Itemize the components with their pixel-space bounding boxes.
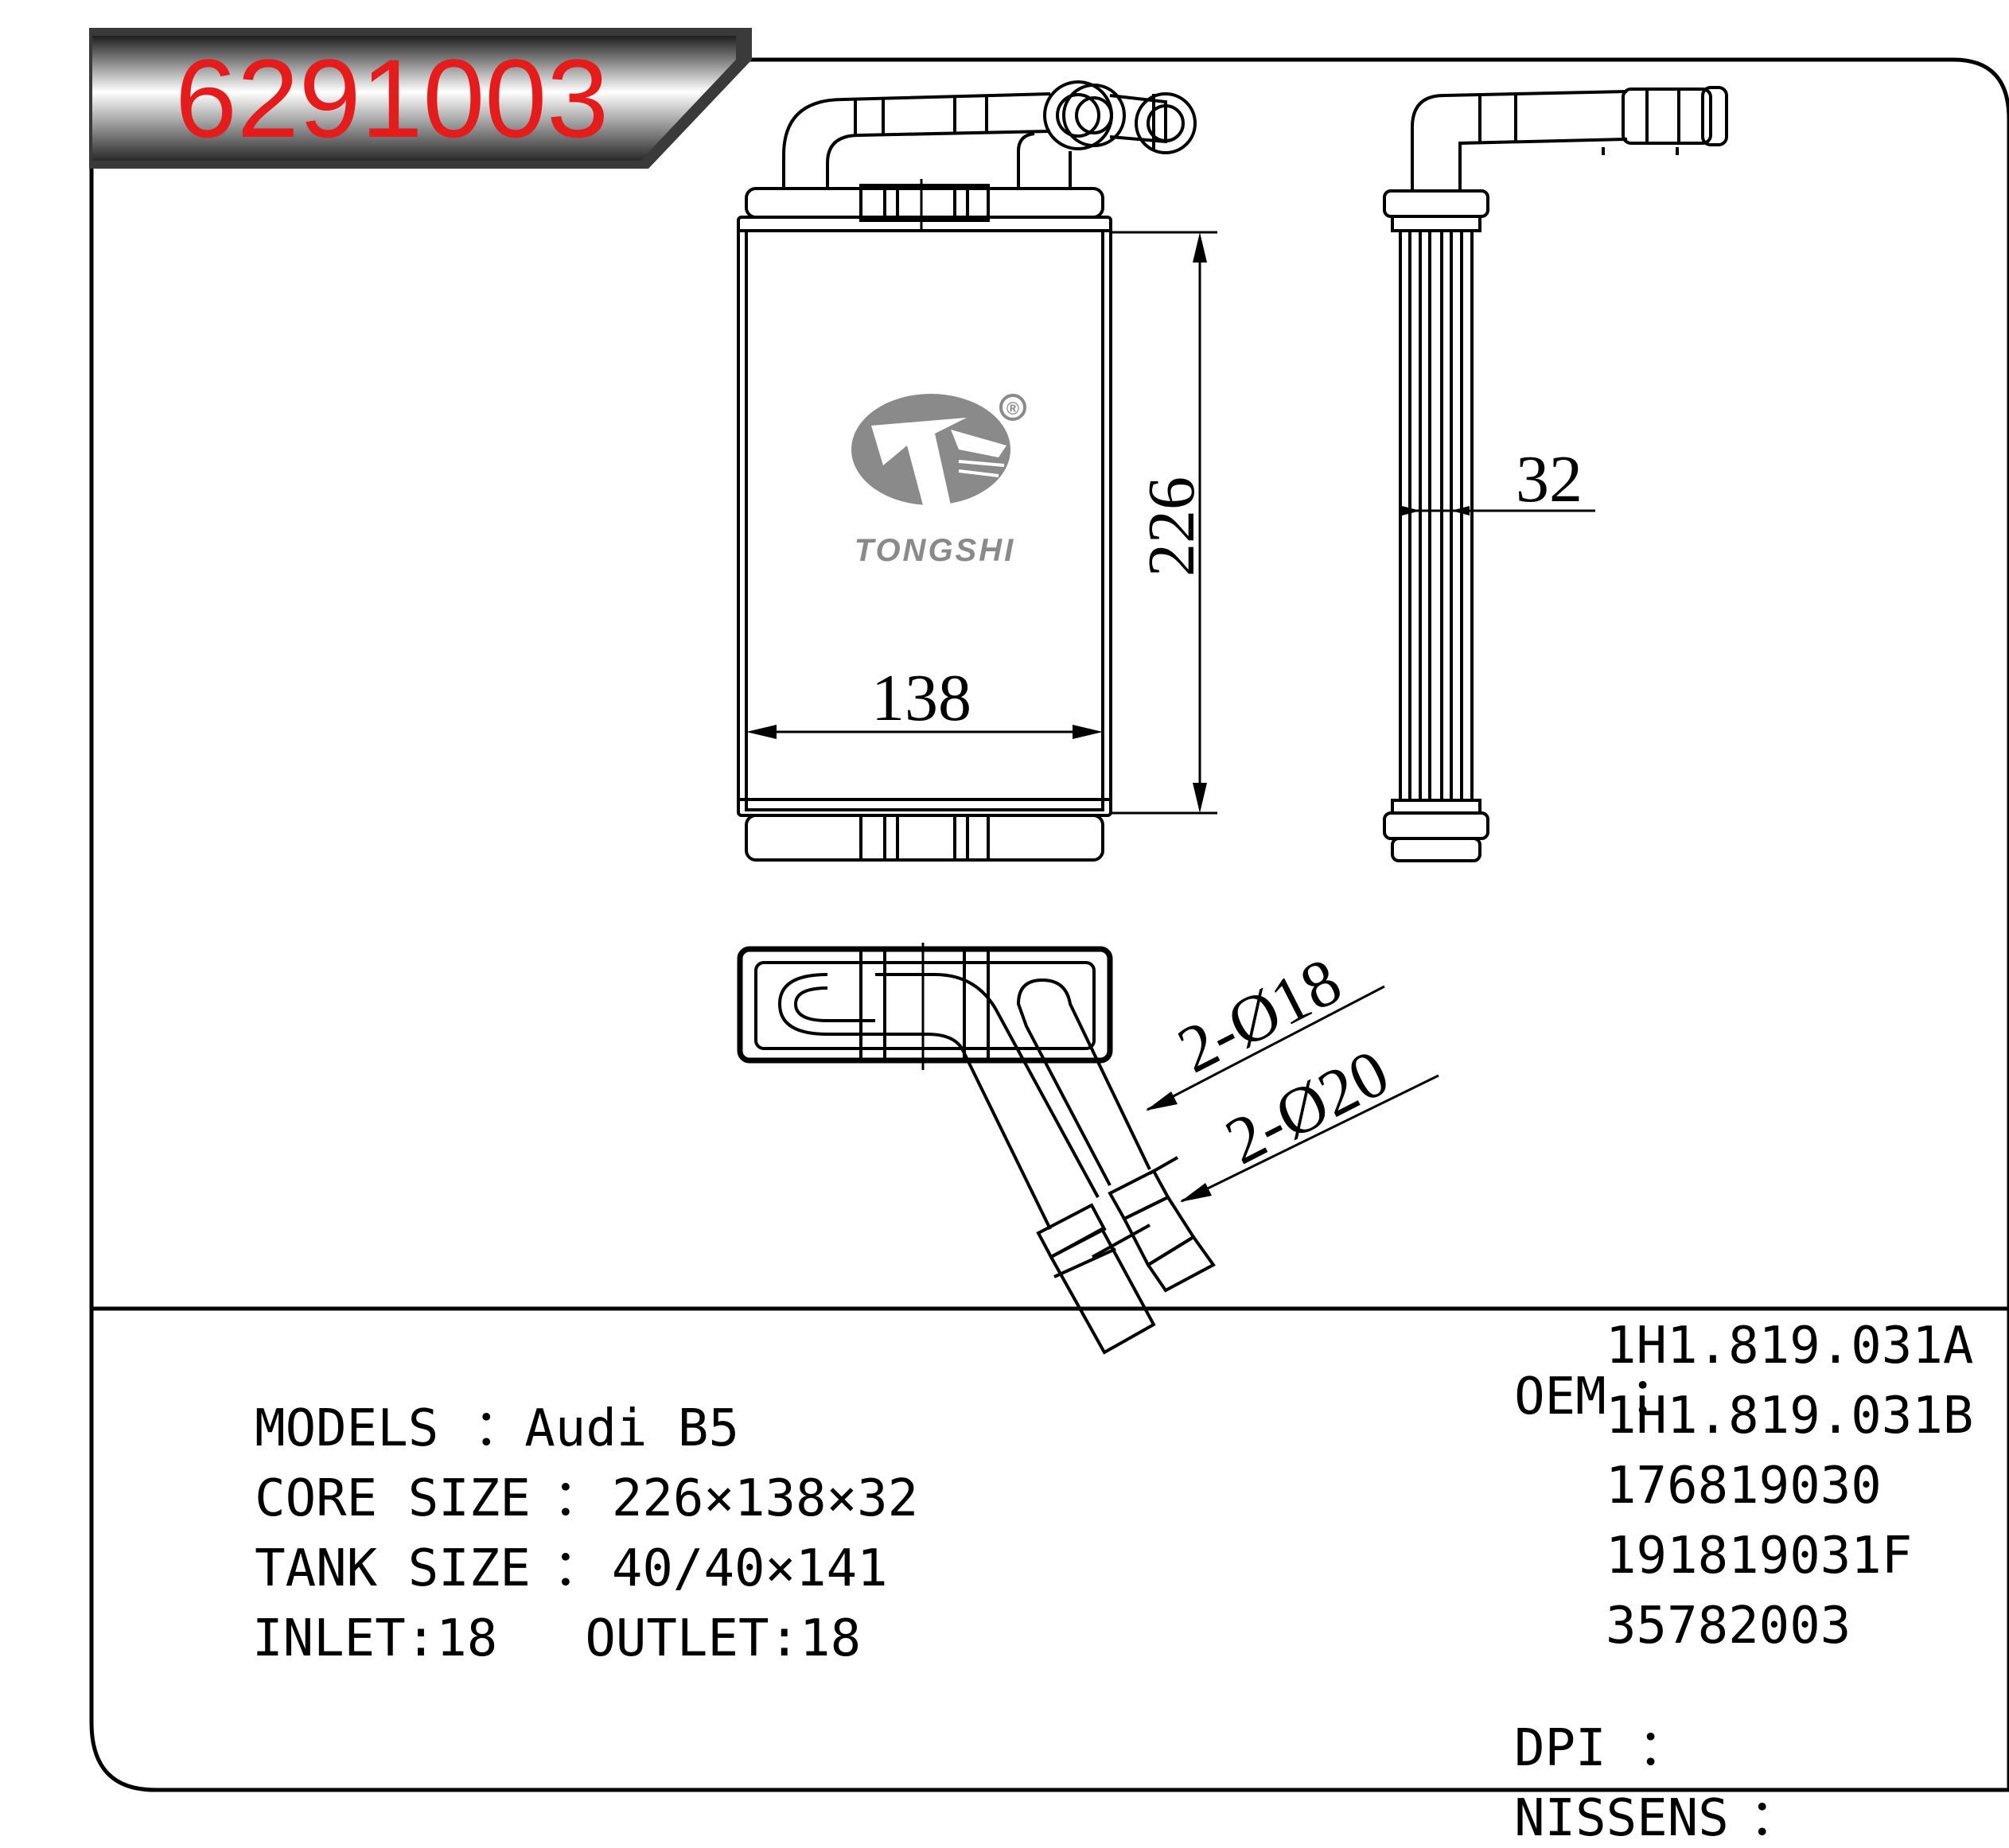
front-view xyxy=(737,80,1197,862)
dimension-width-label: 138 xyxy=(871,661,971,735)
dpi-row: DPI： xyxy=(1453,1672,1689,1774)
outlet-value: 18 xyxy=(800,1609,862,1668)
oem-number: 176819030 xyxy=(1606,1457,1882,1515)
registered-mark: ® xyxy=(1006,399,1019,418)
oem-number: 191819031F xyxy=(1606,1527,1913,1585)
oem-number: 35782003 xyxy=(1606,1597,1851,1655)
dpi-separator: ： xyxy=(1637,1719,1689,1778)
inlet-value: 18 xyxy=(436,1609,498,1668)
registered-mark-icon xyxy=(999,394,1026,421)
outlet-label: OUTLET: xyxy=(585,1609,800,1668)
oem-label-row: OEM： xyxy=(1453,1321,1681,1422)
core-size-value: 226×138×32 xyxy=(611,1469,919,1528)
oem-number: 1H1.819.031B xyxy=(1606,1387,1974,1445)
dimension-width: 138 xyxy=(746,661,1103,739)
dimension-depth-label: 32 xyxy=(1516,442,1583,516)
spec-core-size: CORE SIZE：226×138×32 xyxy=(193,1422,918,1524)
tank-size-value: 40/40×141 xyxy=(611,1539,888,1598)
spec-models: MODELS：Audi B5 xyxy=(193,1352,739,1454)
dimension-height: 226 xyxy=(1111,231,1217,815)
core-size-separator: ： xyxy=(552,1469,604,1528)
models-label: MODELS xyxy=(255,1399,439,1458)
nissens-label: NISSENS xyxy=(1514,1789,1729,1848)
brand-logo: ® TONGSHI xyxy=(851,394,1026,568)
sheet-frame xyxy=(89,57,2009,1792)
diameter-callouts: 2-Ø18 2-Ø20 xyxy=(1146,944,1439,1203)
drawing-sheet: 6291003 xyxy=(89,28,2009,1792)
nissens-separator: ： xyxy=(1749,1789,1801,1848)
inlet-label: INLET: xyxy=(252,1609,437,1668)
part-number: 6291003 xyxy=(175,36,609,161)
core-size-label: CORE SIZE xyxy=(255,1469,531,1528)
brand-name: TONGSHI xyxy=(855,533,1016,568)
oem-number: 1H1.819.031A xyxy=(1606,1317,1974,1375)
oem-separator: ： xyxy=(1629,1368,1681,1426)
nissens-row: NISSENS： xyxy=(1453,1742,1801,1844)
side-view xyxy=(1383,86,1728,862)
models-separator: ： xyxy=(473,1399,525,1458)
dimension-height-label: 226 xyxy=(1135,477,1209,577)
spec-tank-size: TANK SIZE：40/40×141 xyxy=(193,1492,888,1594)
tank-size-label: TANK SIZE xyxy=(255,1539,531,1598)
dpi-label: DPI xyxy=(1514,1719,1606,1778)
models-value: Audi B5 xyxy=(524,1399,739,1458)
title-banner: 6291003 xyxy=(89,28,752,169)
oem-label: OEM xyxy=(1514,1368,1606,1426)
tank-size-separator: ： xyxy=(552,1539,604,1598)
top-view xyxy=(737,943,1216,1355)
dimension-depth: 32 xyxy=(1400,442,1595,516)
